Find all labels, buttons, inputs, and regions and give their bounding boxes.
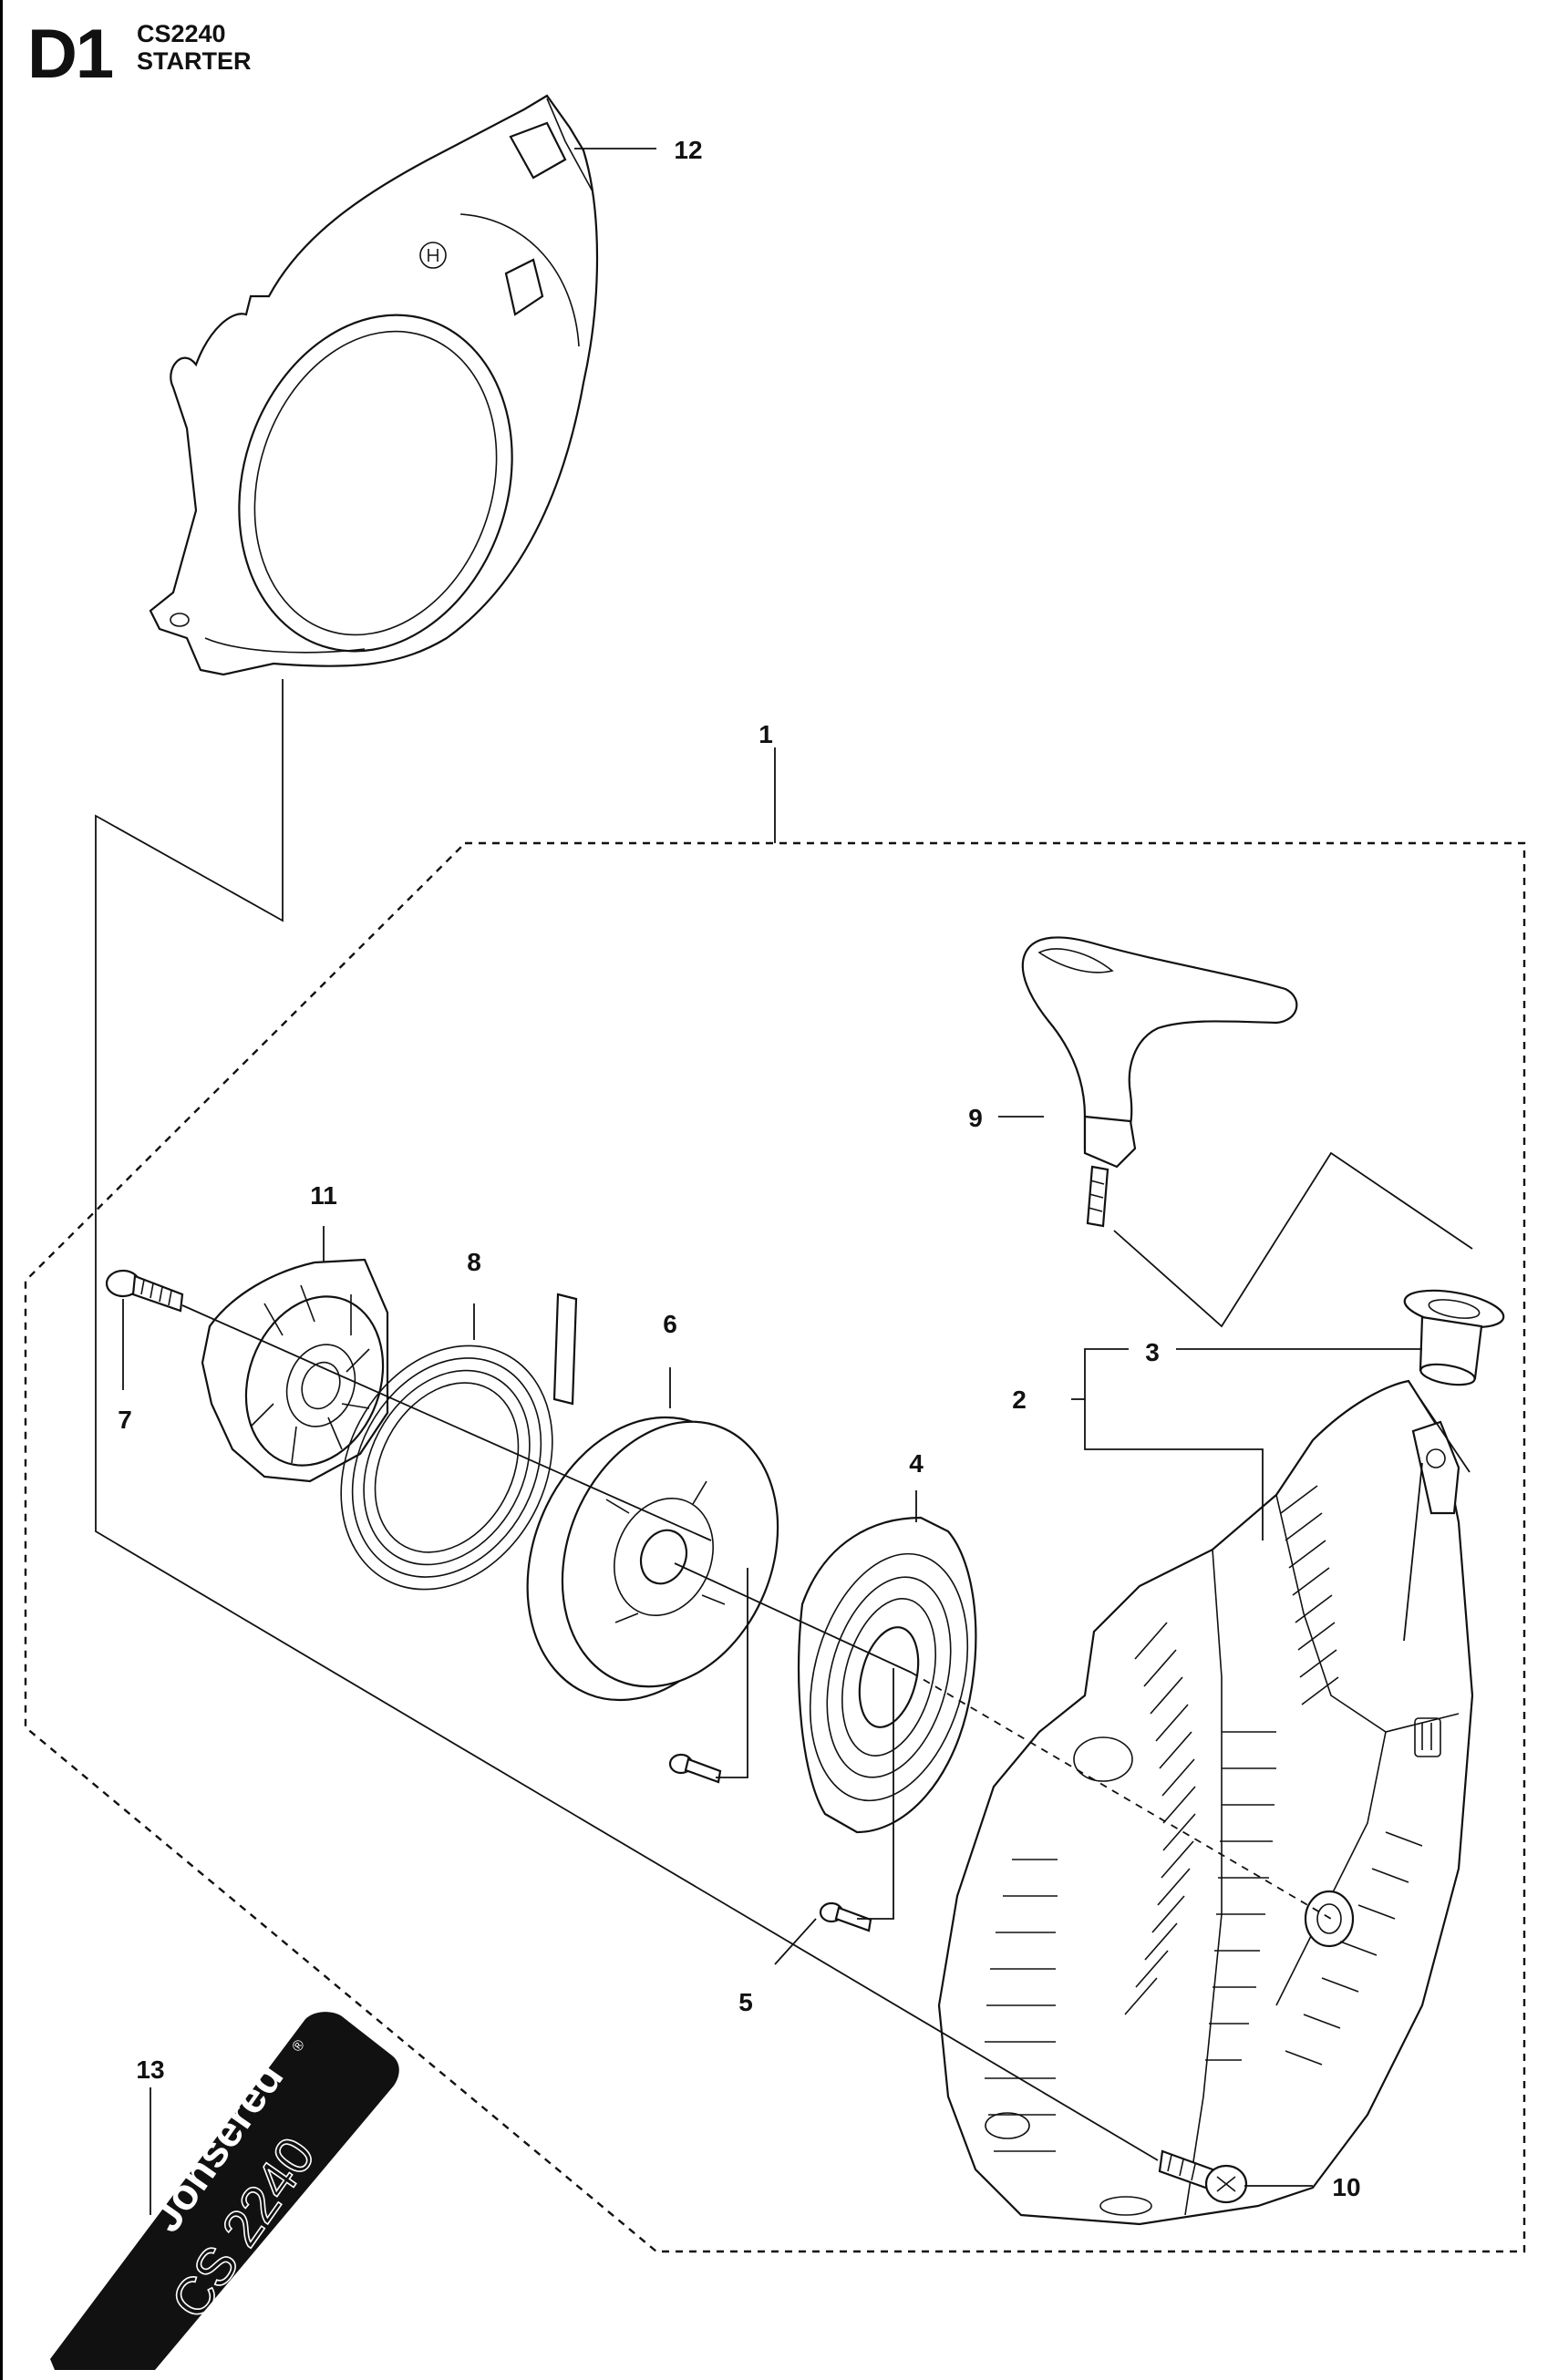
decal-drawing: Jonsered ® CS 2240 <box>50 2012 399 2370</box>
assembly-boundary <box>24 841 1526 2253</box>
model-number: CS2240 <box>137 20 226 47</box>
starter-housing-drawing <box>937 1379 1474 2226</box>
callout-6: 6 <box>663 1310 677 1338</box>
callout-8: 8 <box>467 1248 481 1276</box>
callout-3: 3 <box>1145 1338 1160 1366</box>
housing-screw-drawing <box>1158 2149 1248 2204</box>
callout-5: 5 <box>738 1988 753 2016</box>
page-title: STARTER <box>137 47 252 75</box>
callout-labels: 1 2 3 4 5 6 7 8 9 10 11 12 13 <box>118 136 1360 2201</box>
rope-guide-drawing <box>1403 1289 1505 1386</box>
callout-9: 9 <box>968 1104 983 1132</box>
callout-11: 11 <box>310 1181 337 1210</box>
leader-lines <box>95 148 1473 2215</box>
flywheel-cover-drawing <box>149 94 599 676</box>
rope-pulley-drawing <box>526 1416 779 1702</box>
pulley-cover-drawing <box>201 1258 389 1483</box>
callout-2: 2 <box>1012 1386 1027 1414</box>
starter-handle-drawing <box>1021 936 1298 1228</box>
screw-drawing <box>668 1753 872 1932</box>
spring-cassette-drawing <box>798 1516 977 1834</box>
callout-1: 1 <box>759 720 773 748</box>
callout-13: 13 <box>136 2055 164 2084</box>
callout-12: 12 <box>674 136 702 164</box>
section-code: D1 <box>27 15 114 93</box>
starter-rope-drawing <box>340 1293 578 1591</box>
callout-7: 7 <box>118 1406 132 1434</box>
page-border <box>0 0 3 2380</box>
callout-4: 4 <box>909 1449 924 1478</box>
center-screw-drawing <box>105 1269 184 1313</box>
callout-10: 10 <box>1332 2173 1360 2201</box>
